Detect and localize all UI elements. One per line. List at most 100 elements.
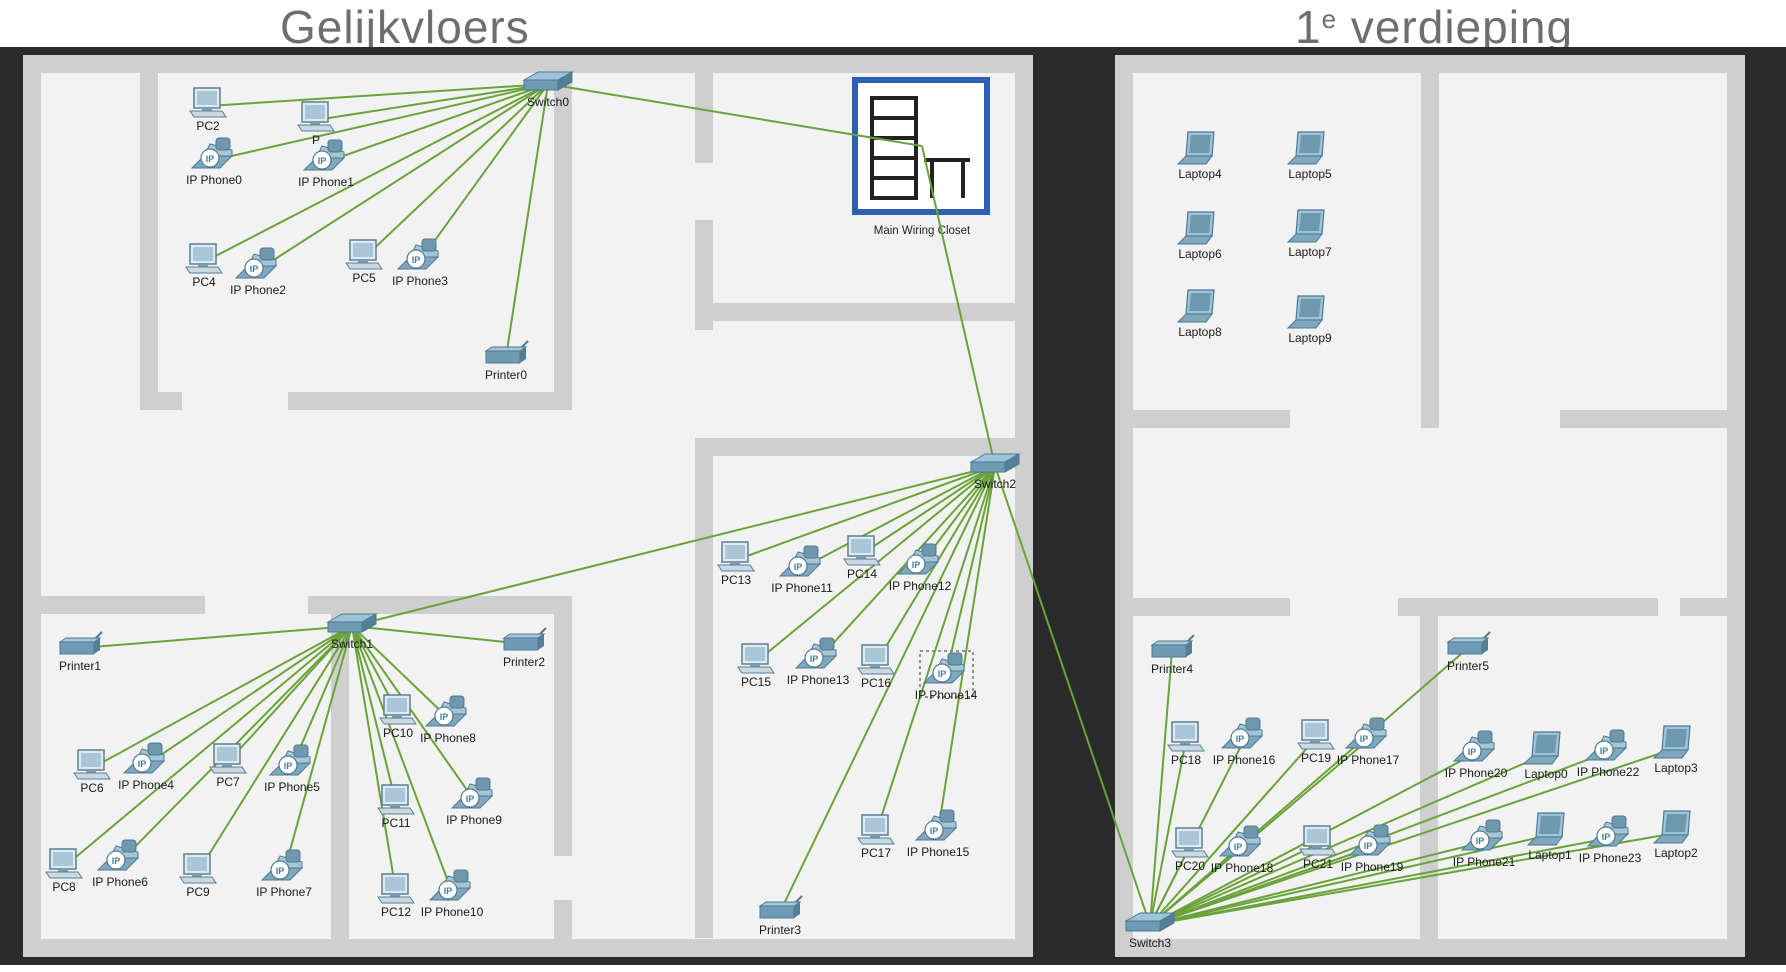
cable-link-sw3-ph18[interactable] <box>1149 847 1243 926</box>
pc-pc14[interactable]: PC14 <box>843 535 881 581</box>
cable-link-sw1-pc7[interactable] <box>227 625 353 763</box>
cable-link-sw2-sw3[interactable] <box>994 465 1151 926</box>
cable-link-sw3-pr4[interactable] <box>1149 650 1173 926</box>
cable-link-sw2-pc17[interactable] <box>875 465 996 834</box>
switch-sw1[interactable]: Switch1 <box>326 613 378 651</box>
switch-sw3[interactable]: Switch3 <box>1124 912 1176 950</box>
pc-pcx[interactable]: P <box>297 101 335 147</box>
cable-link-sw1-pc9[interactable] <box>197 625 353 873</box>
cable-link-sw2-ph14[interactable] <box>945 465 996 676</box>
printer-pr1[interactable]: Printer1 <box>58 631 103 673</box>
laptop-lt4[interactable]: Laptop4 <box>1176 131 1222 181</box>
cable-link-sw1-ph5[interactable] <box>291 625 353 768</box>
pc-pc2[interactable]: PC2 <box>189 87 227 133</box>
cable-link-sw1-pc12[interactable] <box>351 625 397 893</box>
cable-link-sw2-pc14[interactable] <box>861 465 996 555</box>
laptop-lt3[interactable]: Laptop3 <box>1652 725 1698 775</box>
laptop-lt1[interactable]: Laptop1 <box>1526 812 1572 862</box>
cable-link-sw3-ph19[interactable] <box>1149 846 1373 926</box>
cable-link-sw3-ph23[interactable] <box>1149 837 1611 926</box>
cable-link-sw0-ph3[interactable] <box>419 83 549 262</box>
cable-link-sw1-ph8[interactable] <box>351 625 449 719</box>
cable-link-sw1-pc6[interactable] <box>91 625 353 769</box>
pc-pc4[interactable]: PC4 <box>185 243 223 289</box>
cable-link-sw1-ph7[interactable] <box>283 625 353 873</box>
switch-sw2[interactable]: Switch2 <box>969 453 1021 491</box>
main-wiring-closet[interactable]: Main Wiring Closet <box>852 77 990 237</box>
pc-pc8[interactable]: PC8 <box>45 848 83 894</box>
cable-link-sw0-pc5[interactable] <box>363 83 549 259</box>
cable-link-sw3-pc18[interactable] <box>1149 739 1187 926</box>
printer-pr4[interactable]: Printer4 <box>1150 634 1195 676</box>
cable-link-sw3-pc21[interactable] <box>1149 843 1319 926</box>
cable-link-sw1-ph4[interactable] <box>145 625 353 766</box>
cable-link-sw0-ph0[interactable] <box>213 83 549 161</box>
pc-pc6[interactable]: PC6 <box>73 749 111 795</box>
pc-pc5[interactable]: PC5 <box>345 239 383 285</box>
laptop-lt5[interactable]: Laptop5 <box>1286 131 1332 181</box>
cable-link-sw3-lt0[interactable] <box>1149 753 1547 926</box>
cable-link-sw0-ph1[interactable] <box>325 83 549 163</box>
printer-pr3[interactable]: Printer3 <box>758 895 803 937</box>
pc-pc15[interactable]: PC15 <box>737 643 775 689</box>
pc-pc12[interactable]: PC12 <box>377 873 415 919</box>
cable-link-sw2-ph15[interactable] <box>937 465 996 833</box>
pc-pc10[interactable]: PC10 <box>379 694 417 740</box>
cable-link-sw2-pr3[interactable] <box>779 465 996 913</box>
cable-link-sw1-pc8[interactable] <box>63 625 353 868</box>
cable-link-sw0-pcx[interactable] <box>315 83 549 121</box>
cable-link-sw1-pr1[interactable] <box>79 625 353 649</box>
cable-link-sw1-pc11[interactable] <box>351 625 397 804</box>
cable-link-sw2-ph11[interactable] <box>801 465 996 569</box>
laptop-lt6[interactable]: Laptop6 <box>1176 211 1222 261</box>
cable-link-sw3-pc19[interactable] <box>1149 737 1317 926</box>
pc-pc20[interactable]: PC20 <box>1171 827 1209 873</box>
laptop-lt8[interactable]: Laptop8 <box>1176 289 1222 339</box>
printer-pr0[interactable]: Printer0 <box>484 340 529 382</box>
pc-pc16[interactable]: PC16 <box>857 644 895 690</box>
pc-pc18[interactable]: PC18 <box>1167 721 1205 767</box>
pc-pc17[interactable]: PC17 <box>857 814 895 860</box>
printer-pr2[interactable]: Printer2 <box>502 627 547 669</box>
cable-link-sw0-pc4[interactable] <box>203 83 549 263</box>
cable-link-sw3-lt2[interactable] <box>1149 832 1677 926</box>
laptop-lt7[interactable]: Laptop7 <box>1286 209 1332 259</box>
pc-pc13[interactable]: PC13 <box>717 541 755 587</box>
cable-link-sw0-pr0[interactable] <box>505 83 549 358</box>
pc-pc21[interactable]: PC21 <box>1299 825 1337 871</box>
cable-link-sw3-pc20[interactable] <box>1149 845 1191 926</box>
printer-pr5[interactable]: Printer5 <box>1446 631 1491 673</box>
switch-sw0[interactable]: Switch0 <box>522 71 574 109</box>
cable-link-closet-sw2[interactable] <box>921 145 996 467</box>
pc-pc11[interactable]: PC11 <box>377 784 415 830</box>
cable-link-sw3-lt3[interactable] <box>1149 747 1677 926</box>
laptop-lt0[interactable]: Laptop0 <box>1522 731 1568 781</box>
cable-link-sw0-pc2[interactable] <box>207 83 549 107</box>
pc-pc9[interactable]: PC9 <box>179 853 217 899</box>
cable-link-sw0-ph2[interactable] <box>257 83 549 271</box>
pc-pc19[interactable]: PC19 <box>1297 719 1335 765</box>
